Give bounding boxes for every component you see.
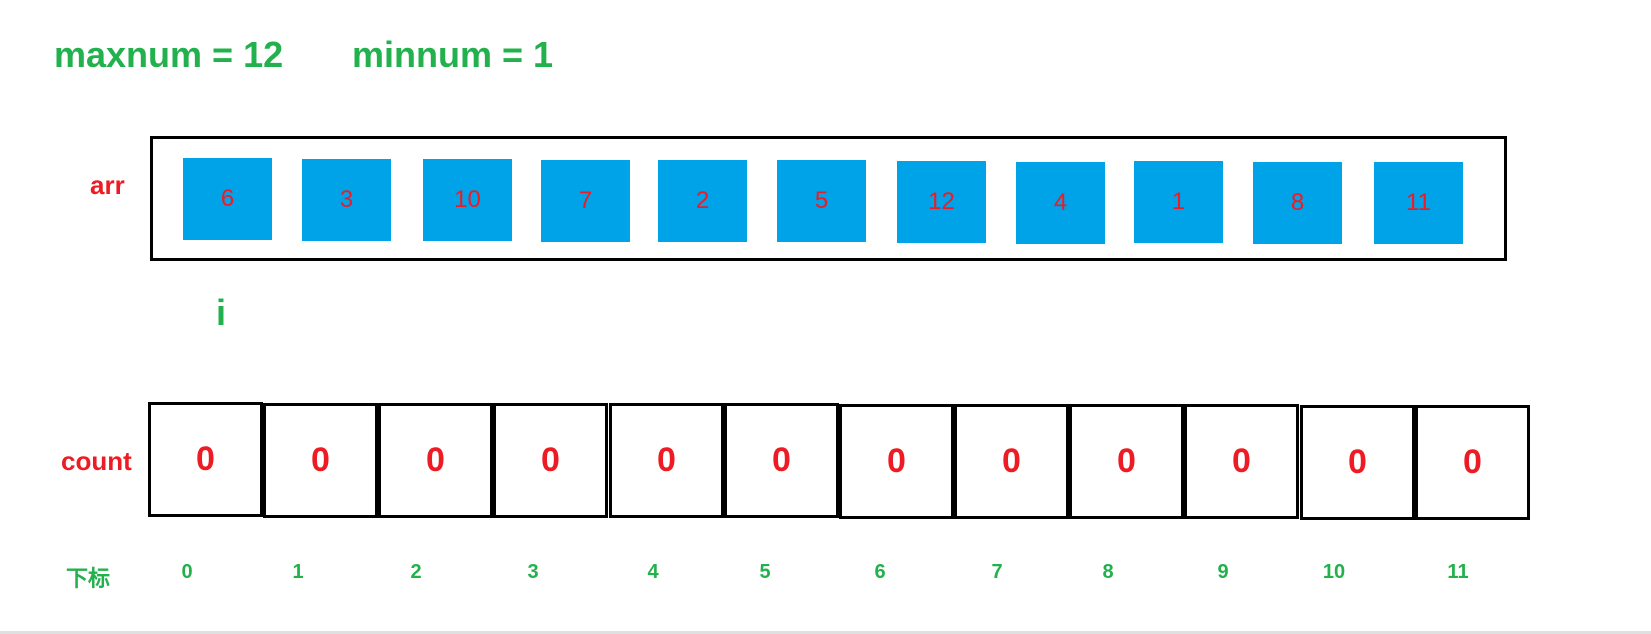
index-number: 9 [1217, 561, 1229, 583]
arr-cell: 3 [302, 159, 391, 241]
arr-cell: 2 [658, 160, 747, 242]
arr-cell: 4 [1016, 162, 1105, 244]
index-number: 10 [1322, 561, 1346, 583]
index-label: 下标 [66, 566, 111, 591]
index-number: 0 [181, 561, 193, 583]
maxnum-label: maxnum = 12 [54, 34, 284, 75]
bottom-divider [0, 631, 1651, 634]
index-number: 11 [1447, 561, 1469, 583]
arr-cell: 1 [1134, 161, 1223, 243]
count-cell: 0 [609, 403, 724, 518]
arr-cell: 7 [541, 160, 630, 242]
count-cell: 0 [724, 403, 839, 518]
arr-label: arr [90, 170, 125, 200]
count-cell: 0 [1184, 404, 1299, 519]
index-number: 2 [410, 561, 422, 583]
count-cell: 0 [1069, 404, 1184, 519]
count-cell: 0 [378, 403, 493, 518]
arr-frame [150, 136, 1507, 261]
index-number: 8 [1102, 561, 1114, 583]
minnum-label: minnum = 1 [352, 34, 554, 75]
arr-cell: 6 [183, 158, 272, 240]
arr-cell: 11 [1374, 162, 1463, 244]
arr-cell: 10 [423, 159, 512, 241]
index-number: 6 [874, 561, 886, 583]
count-cell: 0 [1415, 405, 1530, 520]
count-cell: 0 [1300, 405, 1415, 520]
count-cell: 0 [493, 403, 608, 518]
count-cell: 0 [148, 402, 263, 517]
index-number: 4 [647, 561, 659, 583]
index-number: 5 [759, 561, 771, 583]
index-number: 3 [527, 561, 539, 583]
count-cell: 0 [954, 404, 1069, 519]
arr-cell: 5 [777, 160, 866, 242]
count-cell: 0 [263, 403, 378, 518]
count-label: count [61, 446, 132, 476]
index-number: 1 [292, 561, 304, 583]
arr-cell: 12 [897, 161, 986, 243]
pointer-i-label: i [216, 292, 227, 333]
arr-cell: 8 [1253, 162, 1342, 244]
index-number: 7 [991, 561, 1003, 583]
count-cell: 0 [839, 404, 954, 519]
